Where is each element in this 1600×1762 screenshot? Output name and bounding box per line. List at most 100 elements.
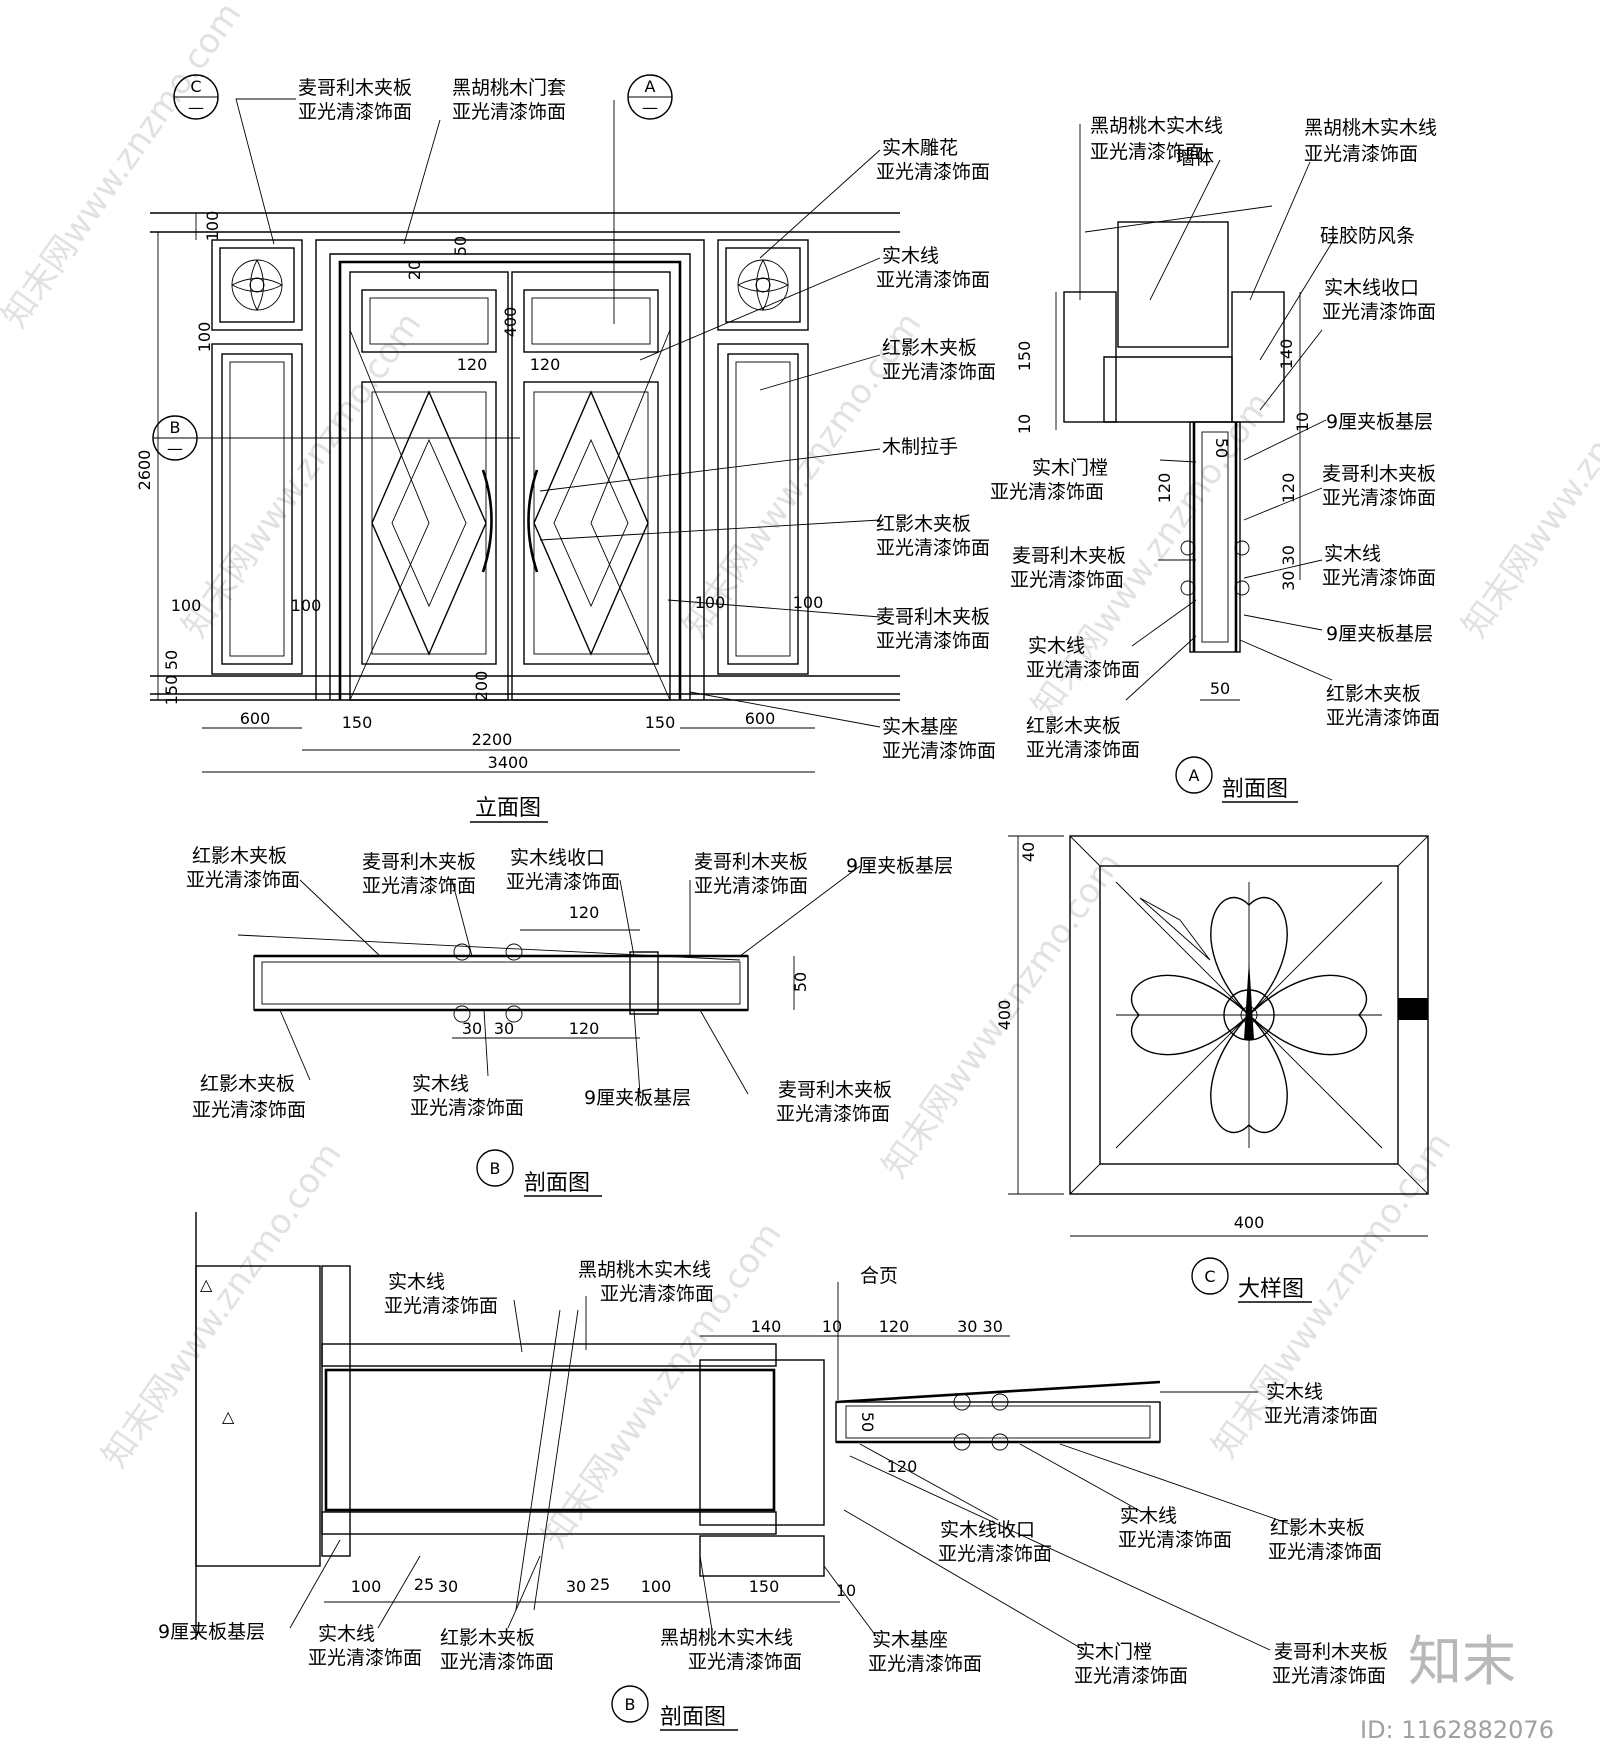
label-elev-8b: 亚光清漆饰面 [876, 630, 990, 652]
dim-20: 20 [405, 260, 424, 280]
dim-sb2-100-a: 100 [351, 1577, 382, 1596]
label-sb2-14: 麦哥利木夹板 [1274, 1641, 1388, 1663]
dim-sa-10: 10 [1015, 414, 1034, 434]
label-elev-1: 麦哥利木夹板 [298, 77, 412, 99]
door-handle-icon [527, 469, 539, 573]
label-sb2-10b: 亚光清漆饰面 [440, 1651, 554, 1673]
label-sb1-6b: 亚光清漆饰面 [192, 1099, 306, 1121]
dim-sb1-120-bottom: 120 [569, 1019, 600, 1038]
label-elev-9: 实木基座 [882, 716, 958, 738]
label-elev-3: 实木雕花 [882, 137, 958, 159]
label-sb1-9: 麦哥利木夹板 [778, 1079, 892, 1101]
section-marker-c: C — [173, 74, 219, 120]
dim-100-left2: 100 [291, 596, 322, 615]
dim-sb2-140: 140 [751, 1317, 782, 1336]
dim-sa-120-left: 120 [1155, 473, 1174, 504]
dim-sb2-25-a: 25 [414, 1575, 434, 1594]
label-sa-13: 红影木夹板 [1326, 683, 1421, 705]
label-elev-2: 黑胡桃木门套 [452, 77, 566, 99]
concrete-mark: △ [222, 1407, 235, 1426]
label-sa-14b: 亚光清漆饰面 [1026, 739, 1140, 761]
label-sa-8: 麦哥利木夹板 [1322, 463, 1436, 485]
label-sb2-7: 红影木夹板 [1270, 1517, 1365, 1539]
label-elev-6: 木制拉手 [882, 436, 958, 458]
label-elev-7b: 亚光清漆饰面 [876, 537, 990, 559]
dim-3400: 3400 [488, 753, 529, 772]
label-sa-3b: 亚光清漆饰面 [1304, 143, 1418, 165]
dim-sb2-120: 120 [879, 1317, 910, 1336]
label-sa-14: 红影木夹板 [1026, 715, 1121, 737]
label-sa-3: 黑胡桃木实木线 [1304, 117, 1437, 139]
label-sa-11b: 亚光清漆饰面 [1026, 659, 1140, 681]
label-sb2-2b: 亚光清漆饰面 [600, 1283, 714, 1305]
label-sb2-9: 实木线 [318, 1623, 375, 1645]
section-marker-a: A — [627, 74, 673, 120]
section-a-title: 剖面图 [1222, 777, 1288, 802]
label-elev-8: 麦哥利木夹板 [876, 606, 990, 628]
label-sb1-4b: 亚光清漆饰面 [694, 875, 808, 897]
label-sa-11: 实木线 [1028, 635, 1085, 657]
dim-sb2-10: 10 [822, 1317, 842, 1336]
label-sb2-6b: 亚光清漆饰面 [1118, 1529, 1232, 1551]
dim-600-left: 600 [240, 709, 271, 728]
dim-100-right2: 100 [793, 593, 824, 612]
dim-50-bottom: 50 [162, 650, 181, 670]
label-sb1-9b: 亚光清漆饰面 [776, 1103, 890, 1125]
dim-sa-150: 150 [1015, 341, 1034, 372]
detail-c-title: 大样图 [1238, 1277, 1304, 1302]
label-elev-5b: 亚光清漆饰面 [882, 361, 996, 383]
dim-100-top: 100 [203, 211, 222, 242]
label-sb2-13b: 亚光清漆饰面 [1074, 1665, 1188, 1687]
dim-100-mid: 100 [195, 322, 214, 353]
label-sb2-11b: 亚光清漆饰面 [688, 1651, 802, 1673]
label-sb2-5: 实木线收口 [940, 1519, 1035, 1541]
label-sb2-3: 合页 [860, 1265, 898, 1287]
label-elev-4: 实木线 [882, 245, 939, 267]
label-sa-6: 9厘夹板基层 [1326, 411, 1433, 433]
dim-50-top: 50 [451, 236, 470, 256]
label-sb2-5b: 亚光清漆饰面 [938, 1543, 1052, 1565]
label-sb1-3b: 亚光清漆饰面 [506, 871, 620, 893]
dim-sb2-120-b: 120 [887, 1457, 918, 1476]
label-sa-8b: 亚光清漆饰面 [1322, 487, 1436, 509]
label-elev-7: 红影木夹板 [876, 513, 971, 535]
section-marker-b: B — [152, 415, 520, 461]
detail-c-drawing [1008, 835, 1429, 1237]
dim-sa-50-bottom: 50 [1210, 679, 1230, 698]
marker-label: B [170, 418, 181, 437]
label-sb2-12b: 亚光清漆饰面 [868, 1653, 982, 1675]
marker-label: C [1204, 1267, 1215, 1286]
label-sb1-1b: 亚光清漆饰面 [186, 869, 300, 891]
label-sa-4: 硅胶防风条 [1320, 225, 1415, 247]
label-sa-5: 实木线收口 [1324, 277, 1419, 299]
section-b2-title: 剖面图 [660, 1705, 726, 1730]
section-b1-title-marker: B [476, 1149, 514, 1187]
label-elev-4b: 亚光清漆饰面 [876, 269, 990, 291]
label-sa-7: 实木门樘 [1032, 457, 1108, 479]
label-sb2-9b: 亚光清漆饰面 [308, 1647, 422, 1669]
section-b2-title-marker: B [611, 1685, 649, 1723]
dim-sb2-100-b: 100 [641, 1577, 672, 1596]
label-elev-2b: 亚光清漆饰面 [452, 101, 566, 123]
dim-120-b: 120 [530, 355, 561, 374]
marker-label: B [490, 1159, 501, 1178]
watermark-text: 知末网www.znzmo.com [1455, 305, 1600, 645]
dim-dc-400-h: 400 [1234, 1213, 1265, 1232]
marker-label: B [625, 1695, 636, 1714]
label-sa-5b: 亚光清漆饰面 [1322, 301, 1436, 323]
label-sb1-2: 麦哥利木夹板 [362, 851, 476, 873]
dim-100-right: 100 [695, 593, 726, 612]
section-b2-drawing: △ △ [195, 1212, 1161, 1640]
image-id-text: ID: 1162882076 [1360, 1716, 1554, 1744]
dim-sb1-30-b: 30 [494, 1019, 514, 1038]
label-sb1-8: 9厘夹板基层 [584, 1087, 691, 1109]
label-sb1-5: 9厘夹板基层 [846, 855, 953, 877]
marker-label: A [1189, 766, 1200, 785]
label-sb2-6: 实木线 [1120, 1505, 1177, 1527]
label-sb2-2: 黑胡桃木实木线 [578, 1259, 711, 1281]
dim-sa-50: 50 [1212, 438, 1231, 458]
label-sa-9: 麦哥利木夹板 [1012, 545, 1126, 567]
label-sb2-10: 红影木夹板 [440, 1627, 535, 1649]
label-sb1-4: 麦哥利木夹板 [694, 851, 808, 873]
label-sb2-7b: 亚光清漆饰面 [1268, 1541, 1382, 1563]
